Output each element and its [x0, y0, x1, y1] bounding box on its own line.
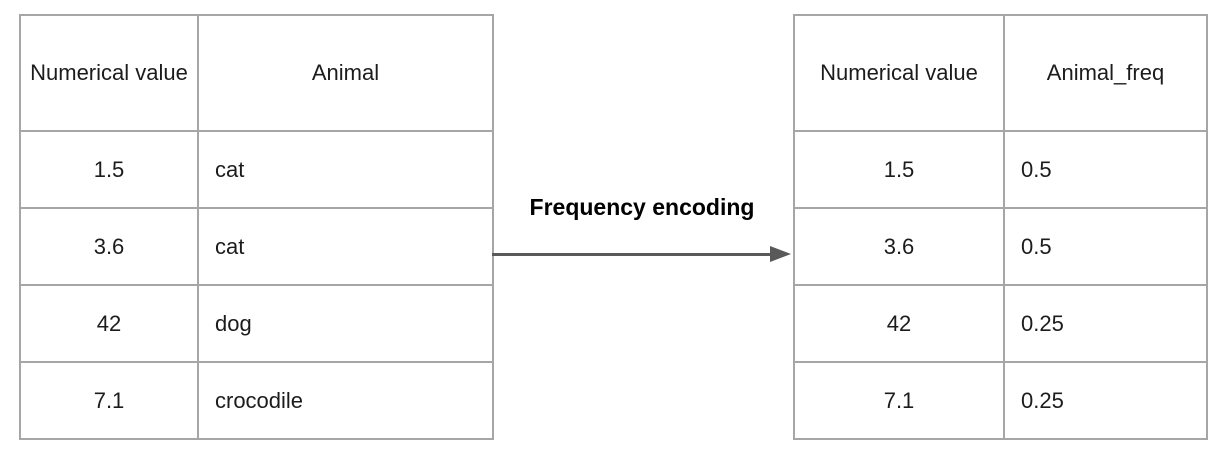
- table-row: 42 dog: [19, 284, 494, 363]
- transform-annotation: Frequency encoding: [492, 0, 792, 462]
- arrow-head: [770, 246, 791, 262]
- table-cell: 0.5: [1003, 207, 1208, 286]
- table-row: 42 0.25: [793, 284, 1208, 363]
- table-row: 1.5 cat: [19, 130, 494, 209]
- column-header-numerical-value: Numerical value: [793, 14, 1005, 132]
- table-cell: 3.6: [793, 207, 1005, 286]
- table-row: 7.1 crocodile: [19, 361, 494, 440]
- table-row: 3.6 cat: [19, 207, 494, 286]
- column-header-numerical-value: Numerical value: [19, 14, 199, 132]
- table-cell: 1.5: [793, 130, 1005, 209]
- table-row: 3.6 0.5: [793, 207, 1208, 286]
- table-cell: crocodile: [197, 361, 494, 440]
- frequency-encoded-table: Numerical value Animal_freq 1.5 0.5 3.6 …: [793, 14, 1208, 440]
- table-cell: 0.25: [1003, 284, 1208, 363]
- table-header-row: Numerical value Animal_freq: [793, 14, 1208, 132]
- transform-label: Frequency encoding: [529, 194, 755, 220]
- table-header-row: Numerical value Animal: [19, 14, 494, 132]
- table-cell: 42: [19, 284, 199, 363]
- arrow-shaft: [492, 253, 774, 256]
- original-data-table: Numerical value Animal 1.5 cat 3.6 cat 4…: [19, 14, 494, 440]
- table-cell: 7.1: [19, 361, 199, 440]
- right-arrow-icon: [492, 246, 792, 262]
- column-header-animal-freq: Animal_freq: [1003, 14, 1208, 132]
- table-row: 1.5 0.5: [793, 130, 1208, 209]
- table-cell: 3.6: [19, 207, 199, 286]
- table-row: 7.1 0.25: [793, 361, 1208, 440]
- table-cell: 42: [793, 284, 1005, 363]
- column-header-animal: Animal: [197, 14, 494, 132]
- table-cell: cat: [197, 130, 494, 209]
- table-cell: cat: [197, 207, 494, 286]
- table-cell: 0.5: [1003, 130, 1208, 209]
- table-cell: 1.5: [19, 130, 199, 209]
- table-cell: dog: [197, 284, 494, 363]
- table-cell: 7.1: [793, 361, 1005, 440]
- table-cell: 0.25: [1003, 361, 1208, 440]
